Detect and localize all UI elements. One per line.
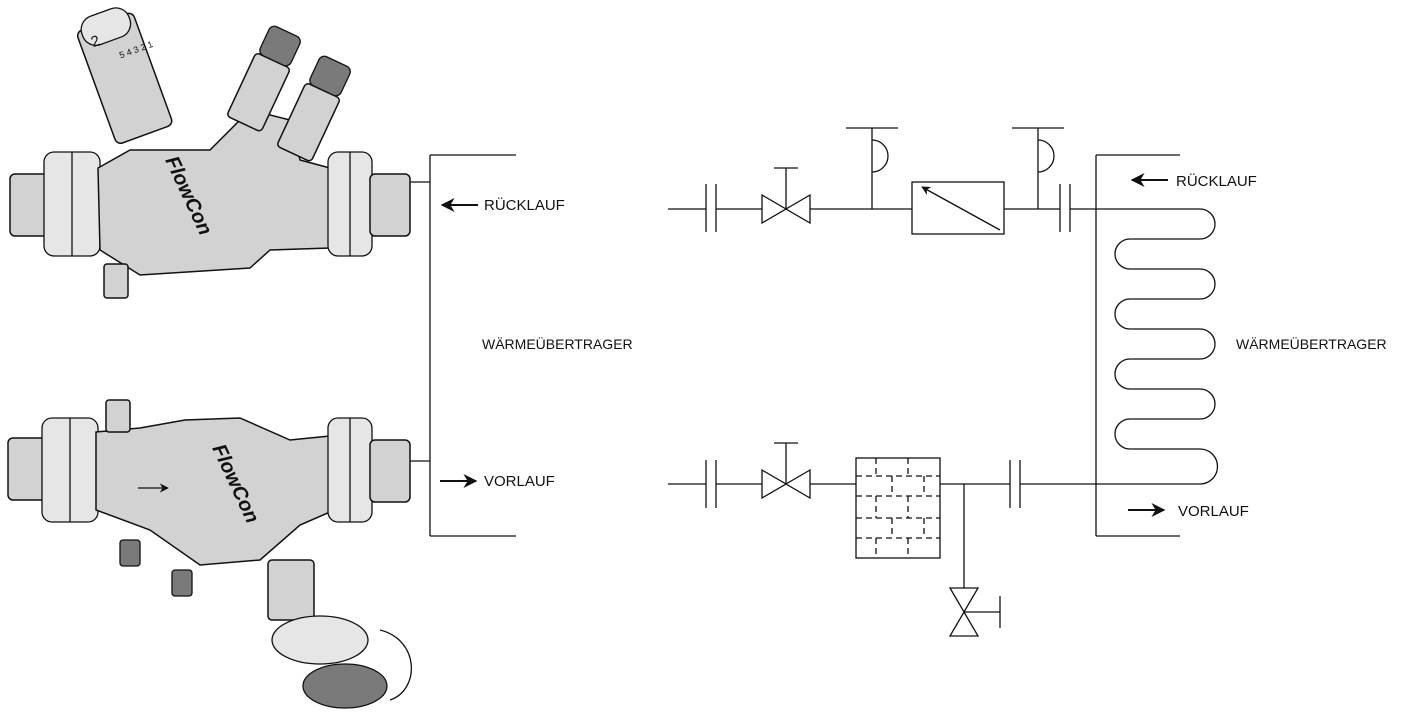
supply-line-schematic bbox=[668, 442, 1200, 637]
left-return-label: RÜCKLAUF bbox=[484, 196, 565, 214]
heat-exchanger-coil bbox=[1095, 154, 1219, 537]
left-supply-label: VORLAUF bbox=[484, 473, 555, 490]
return-valve-illustration: 2 5 4 3 2 1 FlowCon bbox=[9, 7, 411, 299]
right-return-label: RÜCKLAUF bbox=[1176, 172, 1257, 190]
left-heat-exchanger-label: WÄRMEÜBERTRAGER bbox=[482, 335, 633, 352]
right-supply-label: VORLAUF bbox=[1178, 503, 1249, 520]
supply-valve-illustration: FlowCon bbox=[7, 399, 412, 709]
right-heat-exchanger-label: WÄRMEÜBERTRAGER bbox=[1236, 335, 1387, 352]
return-line-schematic bbox=[668, 127, 1200, 235]
left-heat-exchanger-bracket bbox=[410, 154, 516, 537]
